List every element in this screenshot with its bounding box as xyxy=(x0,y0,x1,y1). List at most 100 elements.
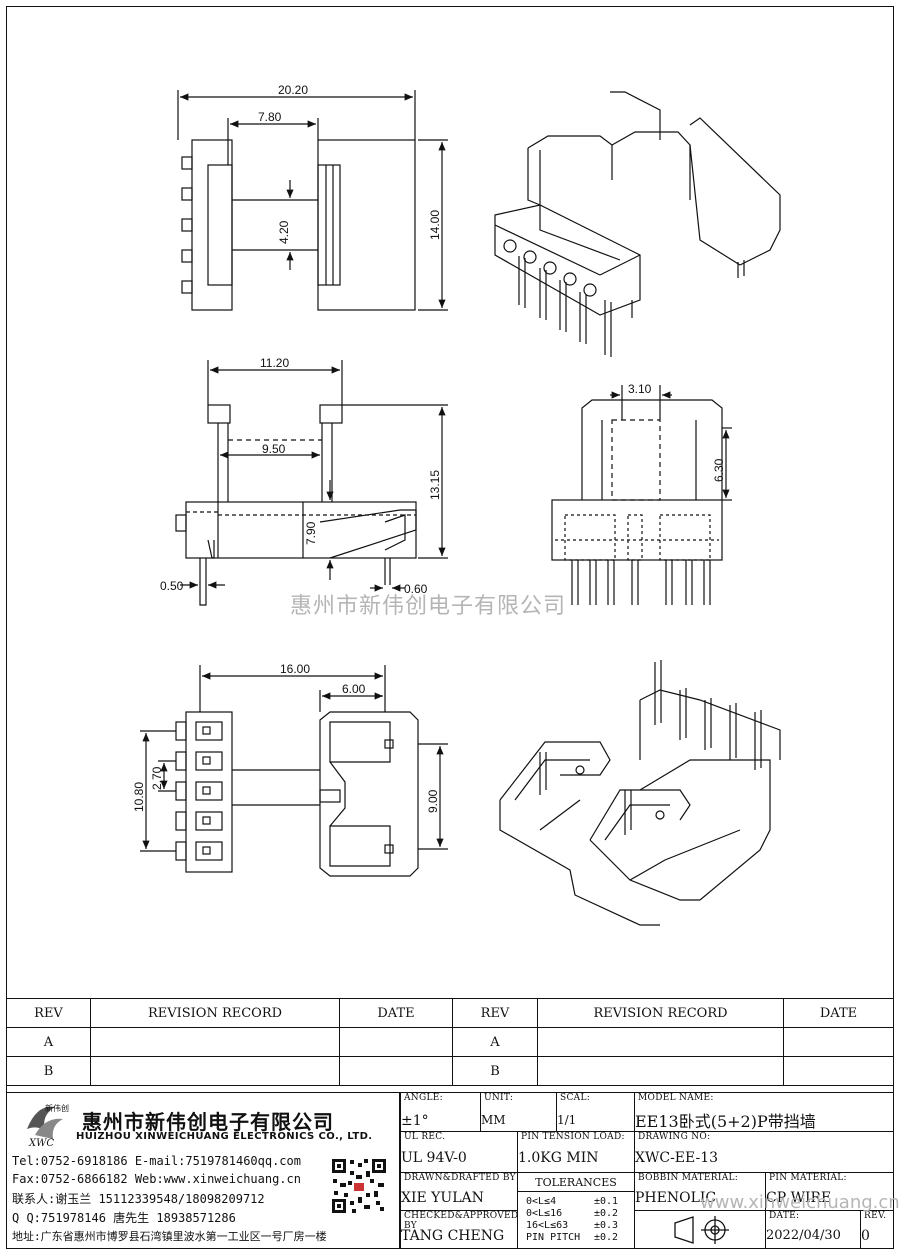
company-fax: Fax:0752-6866182 Web:www.xinweichuang.cn xyxy=(12,1172,301,1186)
end-view-pins xyxy=(571,560,711,605)
unit-value: MM xyxy=(481,1113,506,1127)
revision-record-cell xyxy=(90,1056,340,1086)
dim-20-20: 20.20 xyxy=(278,83,308,97)
scale-value: 1/1 xyxy=(557,1113,577,1127)
technical-drawing: 20.20 7.80 4.20 14.00 11.20 9.50 13.15 7… xyxy=(132,83,781,926)
dim-6-00: 6.00 xyxy=(342,682,366,696)
drawn-value: XIE YULAN xyxy=(401,1190,484,1206)
dim-6-30: 6.30 xyxy=(712,458,726,482)
rev-cell: REV. 0 xyxy=(860,1210,894,1249)
pin-material-value: CP WIRE xyxy=(766,1190,832,1206)
projection-symbol-icon xyxy=(674,1216,729,1244)
tol-range: 0<L≤4 xyxy=(526,1196,557,1207)
front-view xyxy=(177,90,448,311)
dim-2-70: 2.70 xyxy=(150,766,164,790)
dim-0-60: 0.60 xyxy=(404,582,428,596)
rev-header-2: REV xyxy=(452,998,538,1028)
revision-record-header-2: REVISION RECORD xyxy=(537,998,784,1028)
revision-record-header: REVISION RECORD xyxy=(90,998,340,1028)
date-label: DATE: xyxy=(769,1211,800,1221)
ulrec-label: UL REC. xyxy=(404,1132,446,1142)
ulrec-cell: UL REC. UL 94V-0 xyxy=(400,1131,518,1173)
drawn-cell: DRAWN&DRAFTED BY XIE YULAN xyxy=(400,1172,518,1211)
side-view xyxy=(175,360,448,606)
company-qq: Q Q:751978146 唐先生 18938571286 xyxy=(12,1211,236,1225)
bobbin-material-value: PHENOLIC xyxy=(635,1190,717,1206)
revision-record-cell xyxy=(537,1027,784,1057)
model-cell: MODEL NAME: EE13卧式(5+2)P带挡墙 xyxy=(634,1092,894,1132)
checked-value: TANG CHENG xyxy=(401,1228,505,1244)
drawing-no-cell: DRAWING NO: XWC-EE-13 xyxy=(634,1131,894,1173)
date-value: 2022/04/30 xyxy=(766,1228,841,1243)
dim-3-10: 3.10 xyxy=(628,382,652,396)
drawing-no-value: XWC-EE-13 xyxy=(635,1150,719,1166)
company-contact: 联系人:谢玉兰 15112339548/18098209712 xyxy=(12,1192,265,1206)
ulrec-value: UL 94V-0 xyxy=(401,1150,467,1166)
company-tel: Tel:0752-6918186 E-mail:7519781460qq.com xyxy=(12,1154,301,1168)
rev-a: A xyxy=(6,1027,91,1057)
bottom-view xyxy=(140,665,448,877)
watermark-url: www.xinweichuang.cn xyxy=(700,1192,900,1213)
date-cell xyxy=(783,1056,894,1086)
end-view xyxy=(551,385,732,605)
dim-4-20: 4.20 xyxy=(277,220,291,244)
tol-value: ±0.2 xyxy=(594,1208,619,1219)
scale-label: SCAL: xyxy=(560,1093,591,1103)
angle-label: ANGLE: xyxy=(404,1093,443,1103)
tol-range: 16<L≤63 xyxy=(526,1220,569,1231)
company-logo-icon: 新伟创 XWC xyxy=(27,1103,69,1149)
rev-a-2: A xyxy=(452,1027,538,1057)
rev-label: REV. xyxy=(864,1211,887,1221)
dim-9-00: 9.00 xyxy=(426,789,440,813)
watermark-text: 惠州市新伟创电子有限公司 xyxy=(290,594,567,619)
front-pins xyxy=(181,156,193,294)
rev-header: REV xyxy=(6,998,91,1028)
unit-cell: UNIT: MM xyxy=(480,1092,557,1132)
revision-record-cell xyxy=(537,1056,784,1086)
tol-value: ±0.1 xyxy=(594,1196,619,1207)
tol-value: ±0.3 xyxy=(594,1220,619,1231)
bobbin-material-label: BOBBIN MATERIAL: xyxy=(638,1173,739,1183)
date-cell xyxy=(783,1027,894,1057)
tol-range: PIN PITCH xyxy=(526,1232,581,1243)
dim-11-20: 11.20 xyxy=(260,356,289,370)
dimension-labels: 20.20 7.80 4.20 14.00 11.20 9.50 13.15 7… xyxy=(132,83,726,813)
angle-cell: ANGLE: ±1° xyxy=(400,1092,481,1132)
revision-record-cell xyxy=(90,1027,340,1057)
rev-b: B xyxy=(6,1056,91,1086)
pin-material-label: PIN MATERIAL: xyxy=(769,1173,847,1183)
angle-value: ±1° xyxy=(401,1113,429,1129)
model-label: MODEL NAME: xyxy=(638,1093,714,1103)
unit-label: UNIT: xyxy=(484,1093,514,1103)
tol-range: 0<L≤16 xyxy=(526,1208,563,1219)
company-name-en: HUIZHOU XINWEICHUANG ELECTRONICS CO., LT… xyxy=(76,1131,373,1142)
logo-text: 新伟创 xyxy=(45,1103,69,1113)
dim-10-80: 10.80 xyxy=(132,782,146,812)
company-name-cn: 惠州市新伟创电子有限公司 xyxy=(82,1110,334,1134)
drawn-label: DRAWN&DRAFTED BY xyxy=(404,1173,516,1183)
date-cell xyxy=(339,1027,453,1057)
bottom-pins xyxy=(175,721,223,861)
symbol-cell xyxy=(634,1210,766,1249)
pin-tension-label: PIN TENSION LOAD: xyxy=(521,1132,625,1142)
iso-view-bottom xyxy=(499,660,781,926)
company-block: 新伟创 XWC xyxy=(6,1092,400,1249)
drawing-no-label: DRAWING NO: xyxy=(638,1132,711,1142)
iso-view-top xyxy=(494,91,781,357)
rev-b-2: B xyxy=(452,1056,538,1086)
checked-label: CHECKED&APPROVED BY xyxy=(404,1211,519,1231)
date-cell xyxy=(339,1056,453,1086)
tolerances-cell: TOLERANCES 0<L≤4±0.1 0<L≤16±0.2 16<L≤63±… xyxy=(517,1172,635,1249)
dim-9-50: 9.50 xyxy=(262,442,286,456)
dim-13-15: 13.15 xyxy=(428,470,442,500)
dim-0-50: 0.50 xyxy=(160,579,184,593)
logo-abbr: XWC xyxy=(28,1138,54,1149)
company-address: 地址:广东省惠州市博罗县石湾镇里波水第一工业区一号厂房一楼 xyxy=(12,1230,327,1243)
tol-value: ±0.2 xyxy=(594,1232,619,1243)
date-cell: DATE: 2022/04/30 xyxy=(765,1210,861,1249)
dim-7-90: 7.90 xyxy=(304,521,318,545)
pin-tension-cell: PIN TENSION LOAD: 1.0KG MIN xyxy=(517,1131,635,1173)
scale-cell: SCAL: 1/1 xyxy=(556,1092,635,1132)
dim-7-80: 7.80 xyxy=(258,110,282,124)
pin-tension-value: 1.0KG MIN xyxy=(518,1150,599,1166)
